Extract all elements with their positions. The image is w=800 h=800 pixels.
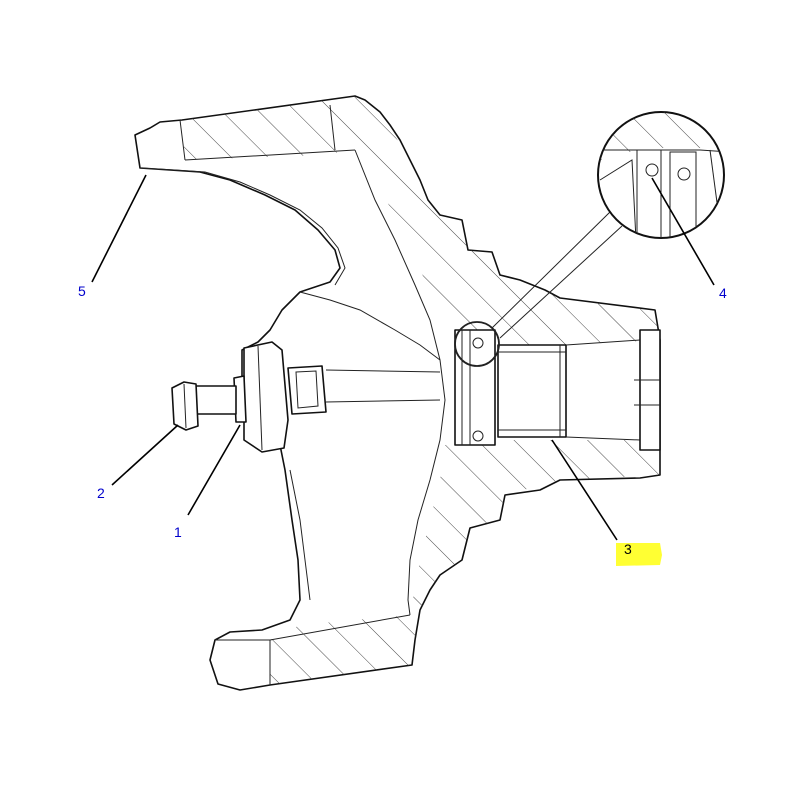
bushing-bore bbox=[454, 329, 661, 451]
leader-lines bbox=[91, 174, 715, 541]
pin-assembly bbox=[171, 341, 289, 453]
callout-5[interactable]: 5 bbox=[78, 283, 86, 299]
detail-source-circle bbox=[454, 211, 623, 367]
detail-magnifier bbox=[597, 111, 725, 239]
callout-1[interactable]: 1 bbox=[174, 524, 182, 540]
callout-2[interactable]: 2 bbox=[97, 485, 105, 501]
callout-3[interactable]: 3 bbox=[624, 541, 632, 557]
callout-3-highlight bbox=[616, 543, 662, 566]
housing-body bbox=[134, 95, 661, 691]
callout-4[interactable]: 4 bbox=[719, 285, 727, 301]
inner-window bbox=[287, 365, 441, 415]
